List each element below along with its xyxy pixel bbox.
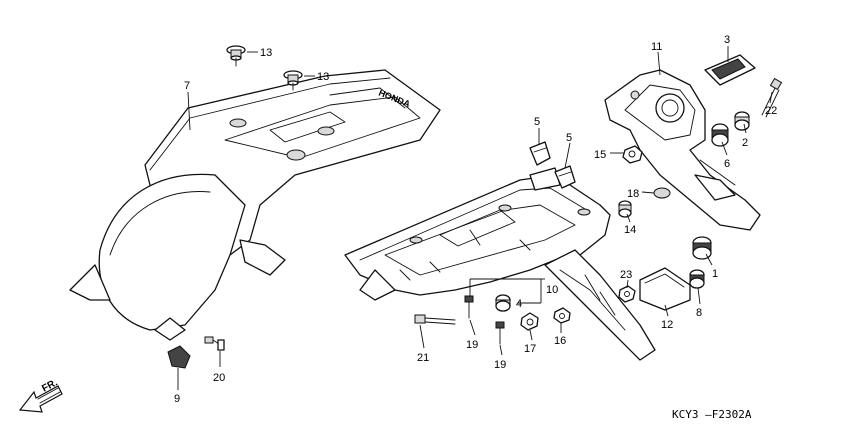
bracket-part-12 <box>639 267 691 311</box>
callout-19-upper: 19 <box>466 339 478 351</box>
collar-part-2 <box>734 111 750 131</box>
rubber-part-18 <box>653 187 671 199</box>
callout-5-left: 5 <box>534 116 540 128</box>
reflector-part-3 <box>704 54 756 86</box>
callout-labels: 1 2 3 4 5 5 6 7 8 9 10 11 12 13 13 14 15… <box>174 34 777 405</box>
callout-12: 12 <box>661 319 673 331</box>
callout-15: 15 <box>594 149 606 161</box>
grommet-part-13-upper <box>226 45 246 67</box>
bolt-part-21 <box>414 314 456 325</box>
callout-10: 10 <box>546 284 558 296</box>
callout-22: 22 <box>765 105 777 117</box>
grommet-part-13-lower <box>283 70 303 91</box>
nut-part-15 <box>622 145 643 164</box>
callout-17: 17 <box>524 343 536 355</box>
callout-7: 7 <box>184 80 190 92</box>
callout-9: 9 <box>174 393 180 405</box>
rear-carrier-part-10 <box>344 167 656 361</box>
grommet-part-1 <box>692 236 712 260</box>
callout-1: 1 <box>712 268 718 280</box>
callout-18: 18 <box>627 188 639 200</box>
callout-11: 11 <box>651 41 662 53</box>
callout-8: 8 <box>696 307 702 319</box>
callout-5-right: 5 <box>566 132 572 144</box>
rear-fender-part-7: HONDA <box>69 69 441 341</box>
screw-part-19-lower <box>495 321 505 345</box>
callout-16: 16 <box>554 335 566 347</box>
cushion-part-6 <box>711 123 729 147</box>
callout-2: 2 <box>742 137 748 149</box>
callout-19-lower: 19 <box>494 359 506 371</box>
nut-part-17 <box>520 312 539 331</box>
callout-13-lower: 13 <box>317 71 329 83</box>
nut-part-23 <box>618 285 636 303</box>
callout-21: 21 <box>417 352 429 364</box>
screw-part-19-upper <box>464 295 474 319</box>
front-arrow-icon <box>18 385 63 413</box>
callout-14: 14 <box>624 224 636 236</box>
callout-6: 6 <box>724 158 730 170</box>
front-direction-indicator: FR. <box>18 377 63 413</box>
nut-part-16 <box>553 307 571 324</box>
collar-part-14 <box>618 200 632 218</box>
callout-20: 20 <box>213 372 225 384</box>
grommet-part-8 <box>689 269 705 289</box>
collar-part-4 <box>495 294 511 312</box>
license-bracket-part-11 <box>604 69 761 231</box>
callout-13-upper: 13 <box>260 47 272 59</box>
bolt-part-22 <box>761 77 783 118</box>
screw-part-20 <box>204 336 225 351</box>
drawing-code: KCY3 –F2302A <box>672 408 752 421</box>
callout-4: 4 <box>516 298 522 310</box>
rubber-pad-part-5-left <box>529 141 551 166</box>
callout-23: 23 <box>620 269 632 281</box>
clip-part-9 <box>167 345 191 369</box>
callout-3: 3 <box>724 34 730 46</box>
leader-lines <box>177 46 773 390</box>
